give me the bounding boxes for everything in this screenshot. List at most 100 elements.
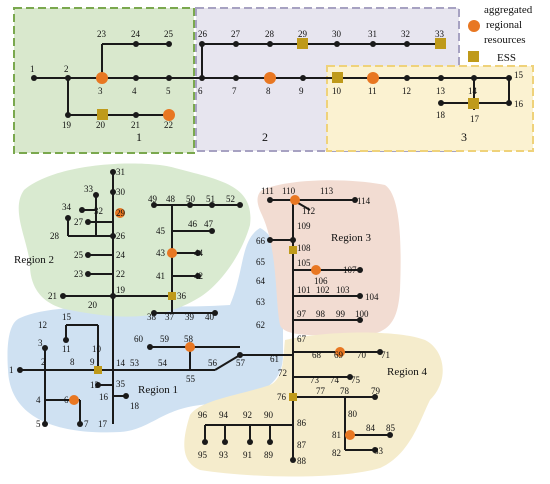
bottom-system: 1 2 3 4 5 6 7 8 9 10 11 12 13 14 15 16 1…: [7, 163, 443, 477]
node-label: 14: [116, 358, 126, 368]
node-label: 44: [194, 248, 204, 258]
legend: aggregated regional resources ESS: [468, 4, 533, 64]
region-2-label: Region 2: [14, 254, 54, 266]
node-label: 32: [401, 29, 410, 39]
node-label: 97: [297, 309, 307, 319]
node-label: 48: [166, 194, 176, 204]
node-label: 79: [371, 386, 381, 396]
node-label: 95: [198, 450, 208, 460]
node-label: 88: [297, 456, 307, 466]
node-label: 110: [282, 186, 296, 196]
node-label: 82: [332, 448, 341, 458]
node-label: 21: [48, 291, 57, 301]
node-label: 23: [74, 269, 84, 279]
region-4-label: Region 4: [387, 366, 428, 378]
node-label: 12: [38, 320, 47, 330]
node-label: 90: [264, 410, 274, 420]
node-label: 35: [116, 379, 126, 389]
node-label: 24: [131, 29, 141, 39]
node-label: 6: [198, 86, 203, 96]
node-label: 75: [351, 375, 361, 385]
node-label: 29: [116, 208, 126, 218]
node-label: 27: [231, 29, 241, 39]
node-label: 59: [160, 334, 170, 344]
node-label: 62: [256, 320, 265, 330]
node-label: 31: [368, 29, 377, 39]
node-label: 20: [96, 120, 106, 130]
node-label: 60: [134, 334, 144, 344]
node-label: 23: [97, 29, 107, 39]
node-label: 89: [264, 450, 274, 460]
node-label: 76: [277, 392, 287, 402]
node-label: 16: [514, 99, 524, 109]
node-label: 72: [278, 368, 287, 378]
aggregated-legend-marker: [468, 20, 480, 32]
node-label: 19: [62, 120, 72, 130]
node-label: 103: [336, 285, 350, 295]
node-label: 109: [297, 221, 311, 231]
node-label: 6: [64, 395, 69, 405]
node-label: 29: [298, 29, 308, 39]
node-label: 30: [332, 29, 342, 39]
node-label: 32: [94, 206, 103, 216]
node-label: 78: [340, 386, 350, 396]
node-label: 85: [386, 423, 396, 433]
node-label: 55: [186, 374, 196, 384]
node-label: 11: [62, 344, 71, 354]
node-label: 34: [62, 202, 72, 212]
node-label: 84: [366, 423, 376, 433]
node-label: 9: [90, 357, 95, 367]
top-aggregated-nodes: [96, 72, 379, 121]
node-label: 46: [188, 219, 198, 229]
node-label: 87: [297, 440, 307, 450]
node-label: 83: [374, 446, 384, 456]
bottom-node-labels: 1 2 3 4 5 6 7 8 9 10 11 12 13 14 15 16 1…: [9, 167, 396, 466]
node-label: 101: [297, 285, 311, 295]
node-label: 8: [70, 357, 75, 367]
top-ess-nodes: [97, 38, 479, 120]
node-label: 18: [130, 401, 140, 411]
node-label: 69: [334, 350, 344, 360]
node-label: 63: [256, 297, 266, 307]
node-label: 15: [514, 70, 524, 80]
node-label: 49: [148, 194, 158, 204]
node-label: 41: [156, 271, 165, 281]
node-label: 9: [299, 86, 304, 96]
node-label: 17: [470, 114, 480, 124]
node-label: 4: [132, 86, 137, 96]
region-2-area: [18, 163, 251, 317]
node-label: 21: [131, 120, 140, 130]
node-label: 56: [208, 358, 218, 368]
node-label: 33: [435, 29, 445, 39]
legend-ess: ESS: [497, 52, 516, 64]
node-label: 113: [320, 186, 334, 196]
legend-aggregated-1: aggregated: [484, 4, 533, 16]
node-label: 106: [314, 276, 328, 286]
top-nodes: [31, 41, 512, 118]
node-label: 33: [84, 184, 94, 194]
node-label: 47: [204, 219, 214, 229]
node-label: 65: [256, 257, 266, 267]
node-label: 86: [297, 418, 307, 428]
node-label: 15: [62, 312, 72, 322]
legend-aggregated-3: resources: [484, 34, 526, 46]
node-label: 16: [99, 392, 109, 402]
node-label: 4: [36, 395, 41, 405]
node-label: 27: [74, 217, 84, 227]
node-label: 25: [164, 29, 174, 39]
node-label: 58: [184, 334, 194, 344]
node-label: 7: [232, 86, 237, 96]
node-label: 71: [381, 350, 390, 360]
region-3-label: Region 3: [331, 232, 372, 244]
bottom-lines: [20, 172, 390, 460]
node-label: 8: [266, 86, 271, 96]
node-label: 11: [368, 86, 377, 96]
node-label: 45: [156, 226, 166, 236]
region-1-label: Region 1: [138, 384, 178, 396]
node-label: 50: [186, 194, 196, 204]
node-label: 14: [468, 86, 478, 96]
top-system: 1 2 3 4 5 6 7 8 9 10 11 12 13 14 15 16 1…: [13, 7, 534, 154]
bottom-nodes: [17, 169, 393, 463]
node-label: 91: [243, 450, 252, 460]
node-label: 64: [256, 276, 266, 286]
